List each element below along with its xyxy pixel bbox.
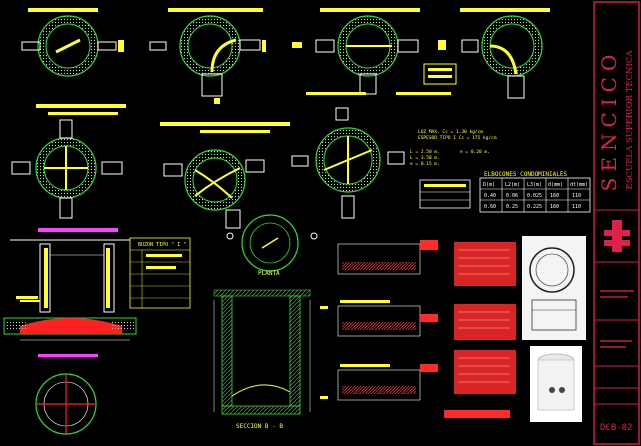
elbow-cell: 0.06 [506, 193, 518, 199]
elbow-cell: 0.225 [527, 204, 542, 210]
manhole-plan-3 [292, 8, 420, 95]
notes-block: LUZ MAX. Cc = 1.30 kg/cm ESPESOR TIPO I … [410, 129, 497, 167]
manhole-elevation [3, 228, 137, 341]
red-info-blocks [444, 242, 516, 418]
elbow-cell: 0.40 [484, 193, 496, 199]
elbow-header-d: D(m) [483, 182, 495, 188]
manhole-plan-4 [438, 8, 550, 99]
school-name: ESCUELA SUPERIOR TÉCNICA [623, 50, 635, 190]
note-4: L = 3.50 m. [410, 155, 440, 161]
elbow-header-dmm: d(mm) [548, 182, 563, 188]
elbow-table: ELBOCONES CONDOMINIALES D(m) L2(m) L3(m)… [419, 171, 591, 213]
buzon-tipo-title: BUZON TIPO " I " [138, 242, 186, 248]
note-5: e = 0.15 m. [410, 161, 440, 167]
elbow-header-l2: L2(m) [505, 182, 520, 188]
note-2: ESPESOR TIPO I Cc = 175 kg/cm [418, 135, 497, 141]
product-images [522, 236, 586, 422]
manhole-plan-7 [291, 107, 405, 219]
note-3: L = 2.50 m. [410, 149, 440, 155]
elbow-table-title: ELBOCONES CONDOMINIALES [484, 171, 567, 178]
company-name: SENCICO [597, 49, 621, 192]
elbow-cell: 160 [550, 204, 559, 210]
manhole-base-plan [35, 354, 98, 435]
elbow-cell: 0.25 [506, 204, 518, 210]
elbow-cell: 0.025 [527, 193, 542, 199]
elbow-header-l3: L3(m) [527, 182, 542, 188]
manhole-plan-2 [149, 8, 266, 104]
elbow-header-dtmm: dt(mm) [570, 182, 588, 188]
elbow-cell: 110 [572, 204, 581, 210]
elbow-cell: 160 [550, 193, 559, 199]
manhole-cover-plan: PLANTA [226, 214, 318, 277]
manhole-plan-6 [160, 122, 290, 229]
note-6: e = 0.20 m. [460, 149, 490, 155]
manhole-plan-1 [21, 8, 124, 77]
elbow-cell: 0.60 [484, 204, 496, 210]
seccion-label: SECCION B - B [236, 423, 283, 430]
legend-block-top [306, 63, 457, 95]
title-block: SENCICO ESCUELA SUPERIOR TÉCNICA DCB-02 [593, 1, 640, 445]
elbow-cell: 110 [572, 193, 581, 199]
manhole-plan-5 [11, 104, 126, 219]
note-1: LUZ MAX. Cc = 1.30 kg/cm [418, 129, 483, 135]
cover-details [337, 240, 438, 401]
planta-label: PLANTA [258, 270, 280, 277]
sheet-code: DCB-02 [600, 423, 633, 433]
section-b-b: SECCION B - B [213, 289, 328, 430]
buzon-tipo-table: BUZON TIPO " I " [129, 237, 191, 309]
